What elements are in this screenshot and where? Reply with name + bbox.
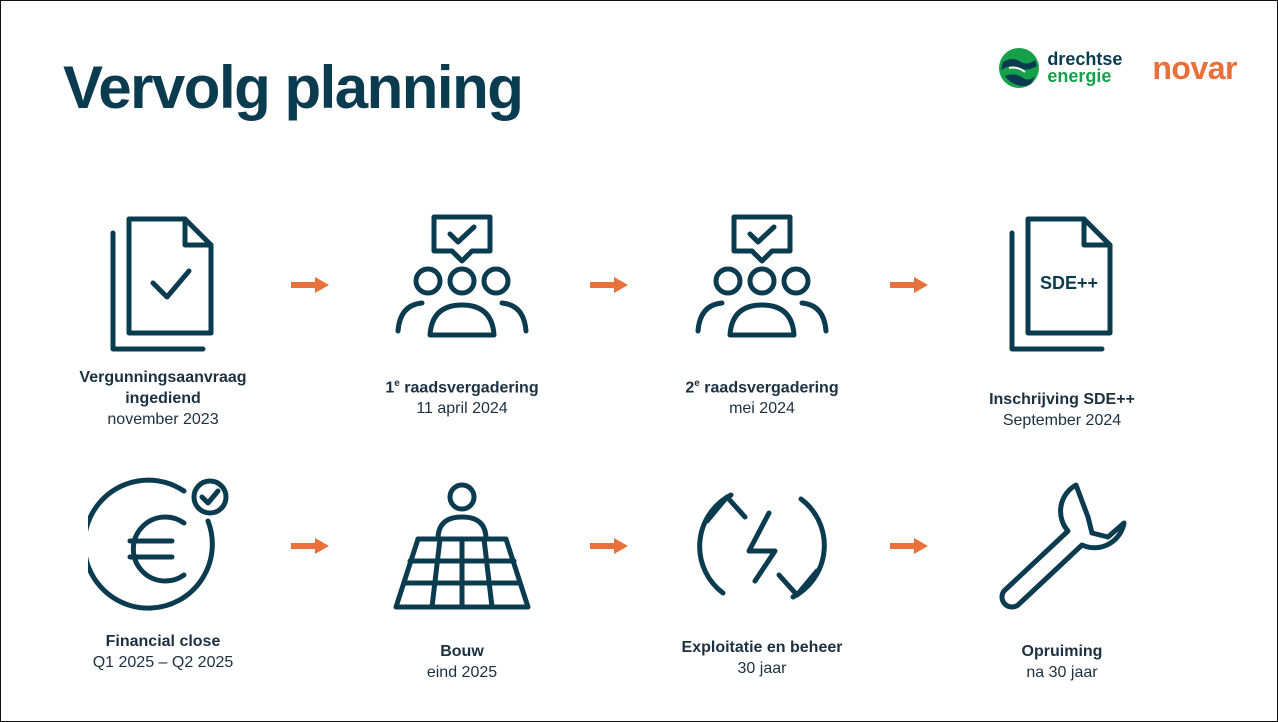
step-label: Opruiming <box>1021 643 1103 660</box>
arrow-right-icon <box>890 277 928 293</box>
step-date: 30 jaar <box>737 660 787 677</box>
document-check-icon <box>110 216 214 352</box>
globe-icon <box>999 48 1040 88</box>
sde-document-icon: SDE++ <box>1009 216 1113 352</box>
energy-cycle-icon <box>697 492 827 600</box>
step-opruiming: Opruiming na 30 jaar <box>942 479 1182 683</box>
meeting-icon <box>395 214 529 338</box>
step-label: Bouw <box>440 643 484 660</box>
wrench-icon <box>999 482 1127 610</box>
svg-text:SDE++: SDE++ <box>1040 273 1098 293</box>
logos: drechtse energie novar <box>997 43 1237 93</box>
energie-logo-text: energie <box>1047 66 1112 86</box>
step-label: Financial close <box>105 633 221 650</box>
step-label: Inschrijving SDE++ <box>989 391 1135 408</box>
drechtse-logo-text: drechtse <box>1047 49 1123 69</box>
step-sde: SDE++ Inschrijving SDE++ September 2024 <box>942 213 1182 431</box>
page-title: Vervolg planning <box>63 54 524 121</box>
step-raad-2: 2e raadsvergadering mei 2024 <box>642 213 882 419</box>
arrow-right-icon <box>291 538 329 554</box>
step-financial-close: Financial close Q1 2025 – Q2 2025 <box>43 475 283 673</box>
arrow-right-icon <box>890 538 928 554</box>
step-date: September 2024 <box>1002 412 1122 429</box>
meeting-icon <box>695 214 829 338</box>
step-raad-1: 1e raadsvergadering 11 april 2024 <box>342 213 582 419</box>
arrow-right-icon <box>590 538 628 554</box>
step-label: Vergunningsaanvraag ingediend <box>79 369 247 407</box>
drechtse-energie-logo: drechtse energie <box>997 46 1122 90</box>
step-date: 11 april 2024 <box>416 400 508 418</box>
step-bouw: Bouw eind 2025 <box>342 481 582 683</box>
step-date: Q1 2025 – Q2 2025 <box>92 654 234 671</box>
step-date: mei 2024 <box>729 400 795 418</box>
arrow-right-icon <box>291 277 329 293</box>
arrow-right-icon <box>590 277 628 293</box>
step-label: 1e raadsvergadering <box>385 378 539 397</box>
solar-panel-icon <box>393 482 531 610</box>
step-exploitatie: Exploitatie en beheer 30 jaar <box>642 477 882 679</box>
novar-logo: novar <box>1152 49 1237 86</box>
step-date: november 2023 <box>107 411 219 428</box>
step-vergunning: Vergunningsaanvraag ingediend november 2… <box>43 213 283 430</box>
euro-check-icon <box>88 477 229 611</box>
step-label: 2e raadsvergadering <box>685 378 839 397</box>
step-date: na 30 jaar <box>1026 664 1098 681</box>
step-label: Exploitatie en beheer <box>681 639 843 656</box>
step-date: eind 2025 <box>426 664 498 681</box>
